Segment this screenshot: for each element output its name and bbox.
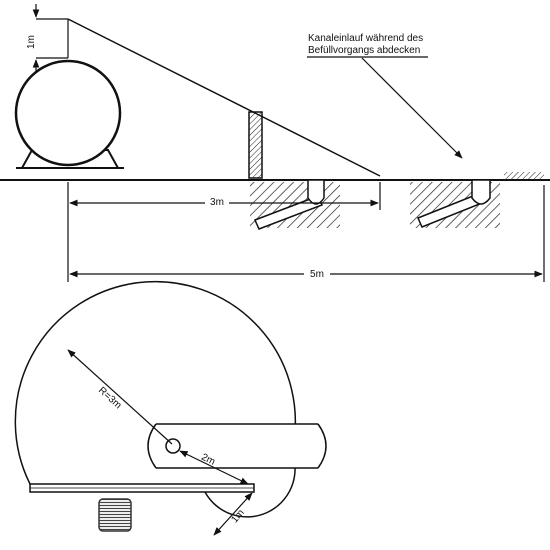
plan-view: R=3m 2m 1m <box>14 280 327 536</box>
dim-5m: 5m <box>69 185 545 282</box>
dim-2m-label: 2m <box>199 452 216 468</box>
dim-3m-label: 3m <box>210 197 224 208</box>
drain-pad <box>98 498 132 532</box>
note-line-2: Befüllvorgangs abdecken <box>308 45 420 56</box>
ground-hatch-right <box>504 172 544 180</box>
wall-post <box>248 111 263 179</box>
elevation-view: 1m Kanaleinlauf während des Befüllvorgan… <box>0 4 550 282</box>
dim-2m-line <box>179 450 249 485</box>
danger-zone-arc <box>14 280 297 485</box>
drain-1 <box>250 179 340 230</box>
note-line-1: Kanaleinlauf während des <box>308 33 423 44</box>
dim-radius-label: R=3m <box>96 385 123 411</box>
note-leader <box>361 57 463 159</box>
dim-radius-line <box>67 349 173 445</box>
tank <box>14 59 124 169</box>
drain-2 <box>410 179 500 228</box>
dim-1m-label: 1m <box>229 508 246 526</box>
dim-1m-line <box>213 492 253 536</box>
dim-3m: 3m <box>67 182 381 282</box>
dim-height-1m: 1m <box>26 4 69 73</box>
dim-5m-label: 5m <box>310 269 324 280</box>
dim-height-label: 1m <box>26 35 37 49</box>
